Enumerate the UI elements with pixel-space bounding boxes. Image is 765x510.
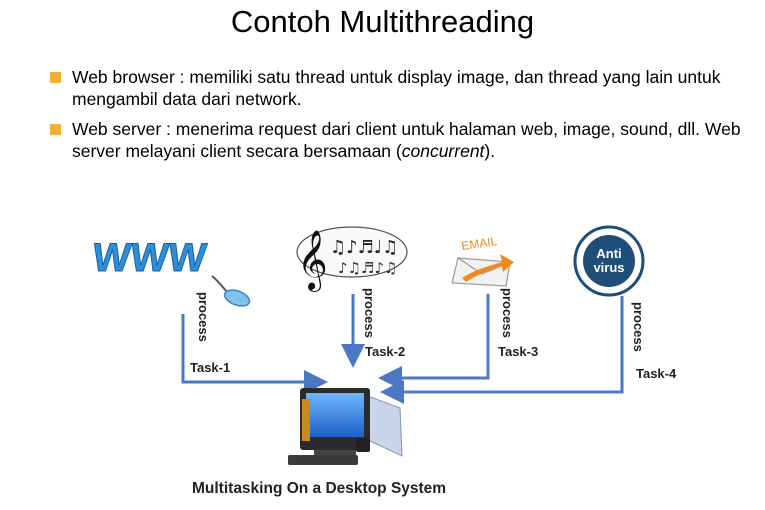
- bullet-text-before: Web server : menerima request dari clien…: [72, 119, 741, 161]
- bullet-text-italic: concurrent: [401, 141, 485, 161]
- antivirus-text-line1: Anti: [596, 246, 621, 261]
- bullet-text-after: ).: [484, 141, 496, 161]
- task-arrows: [181, 294, 624, 404]
- bullet-text: Web server : menerima request dari clien…: [72, 119, 741, 161]
- process-label-4: process: [631, 302, 646, 352]
- bullet-web-browser: Web browser : memiliki satu thread untuk…: [48, 66, 748, 110]
- arrow-task-1: [181, 314, 328, 394]
- bullet-text: Web browser : memiliki satu thread untuk…: [72, 67, 721, 109]
- process-label-3: process: [500, 288, 515, 338]
- diagram-caption: Multitasking On a Desktop System: [192, 480, 446, 497]
- arrow-task-4: [380, 296, 624, 404]
- bullet-marker-icon: [50, 124, 61, 135]
- svg-text:♪♫♬♪♫: ♪♫♬♪♫: [338, 259, 398, 277]
- antivirus-icon: Anti virus: [573, 225, 645, 297]
- email-icon: EMAIL: [451, 234, 514, 287]
- music-notes-icon: 𝄞 ♫♪♬♩♫ ♪♫♬♪♫: [296, 226, 408, 292]
- svg-text:♫♪♬♩♫: ♫♪♬♩♫: [330, 237, 398, 258]
- task-label-3: Task-3: [498, 344, 538, 359]
- desktop-computer-icon: [288, 388, 403, 465]
- email-text: EMAIL: [460, 234, 498, 253]
- svg-text:𝄞: 𝄞: [297, 230, 328, 292]
- www-icon: WWW: [90, 236, 251, 307]
- process-label-2: process: [362, 288, 377, 338]
- arrow-task-3: [378, 294, 490, 390]
- mouse-icon: [223, 289, 251, 307]
- task-label-2: Task-2: [365, 344, 405, 359]
- task-label-1: Task-1: [190, 360, 230, 375]
- process-label-1: process: [196, 292, 211, 342]
- bullet-web-server: Web server : menerima request dari clien…: [48, 118, 748, 162]
- www-text: WWW: [91, 236, 209, 280]
- slide-title: Contoh Multithreading: [230, 4, 535, 39]
- bullet-list: Web browser : memiliki satu thread untuk…: [48, 66, 748, 170]
- antivirus-text-line2: virus: [593, 260, 624, 275]
- task-label-4: Task-4: [636, 366, 677, 381]
- bullet-marker-icon: [50, 72, 61, 83]
